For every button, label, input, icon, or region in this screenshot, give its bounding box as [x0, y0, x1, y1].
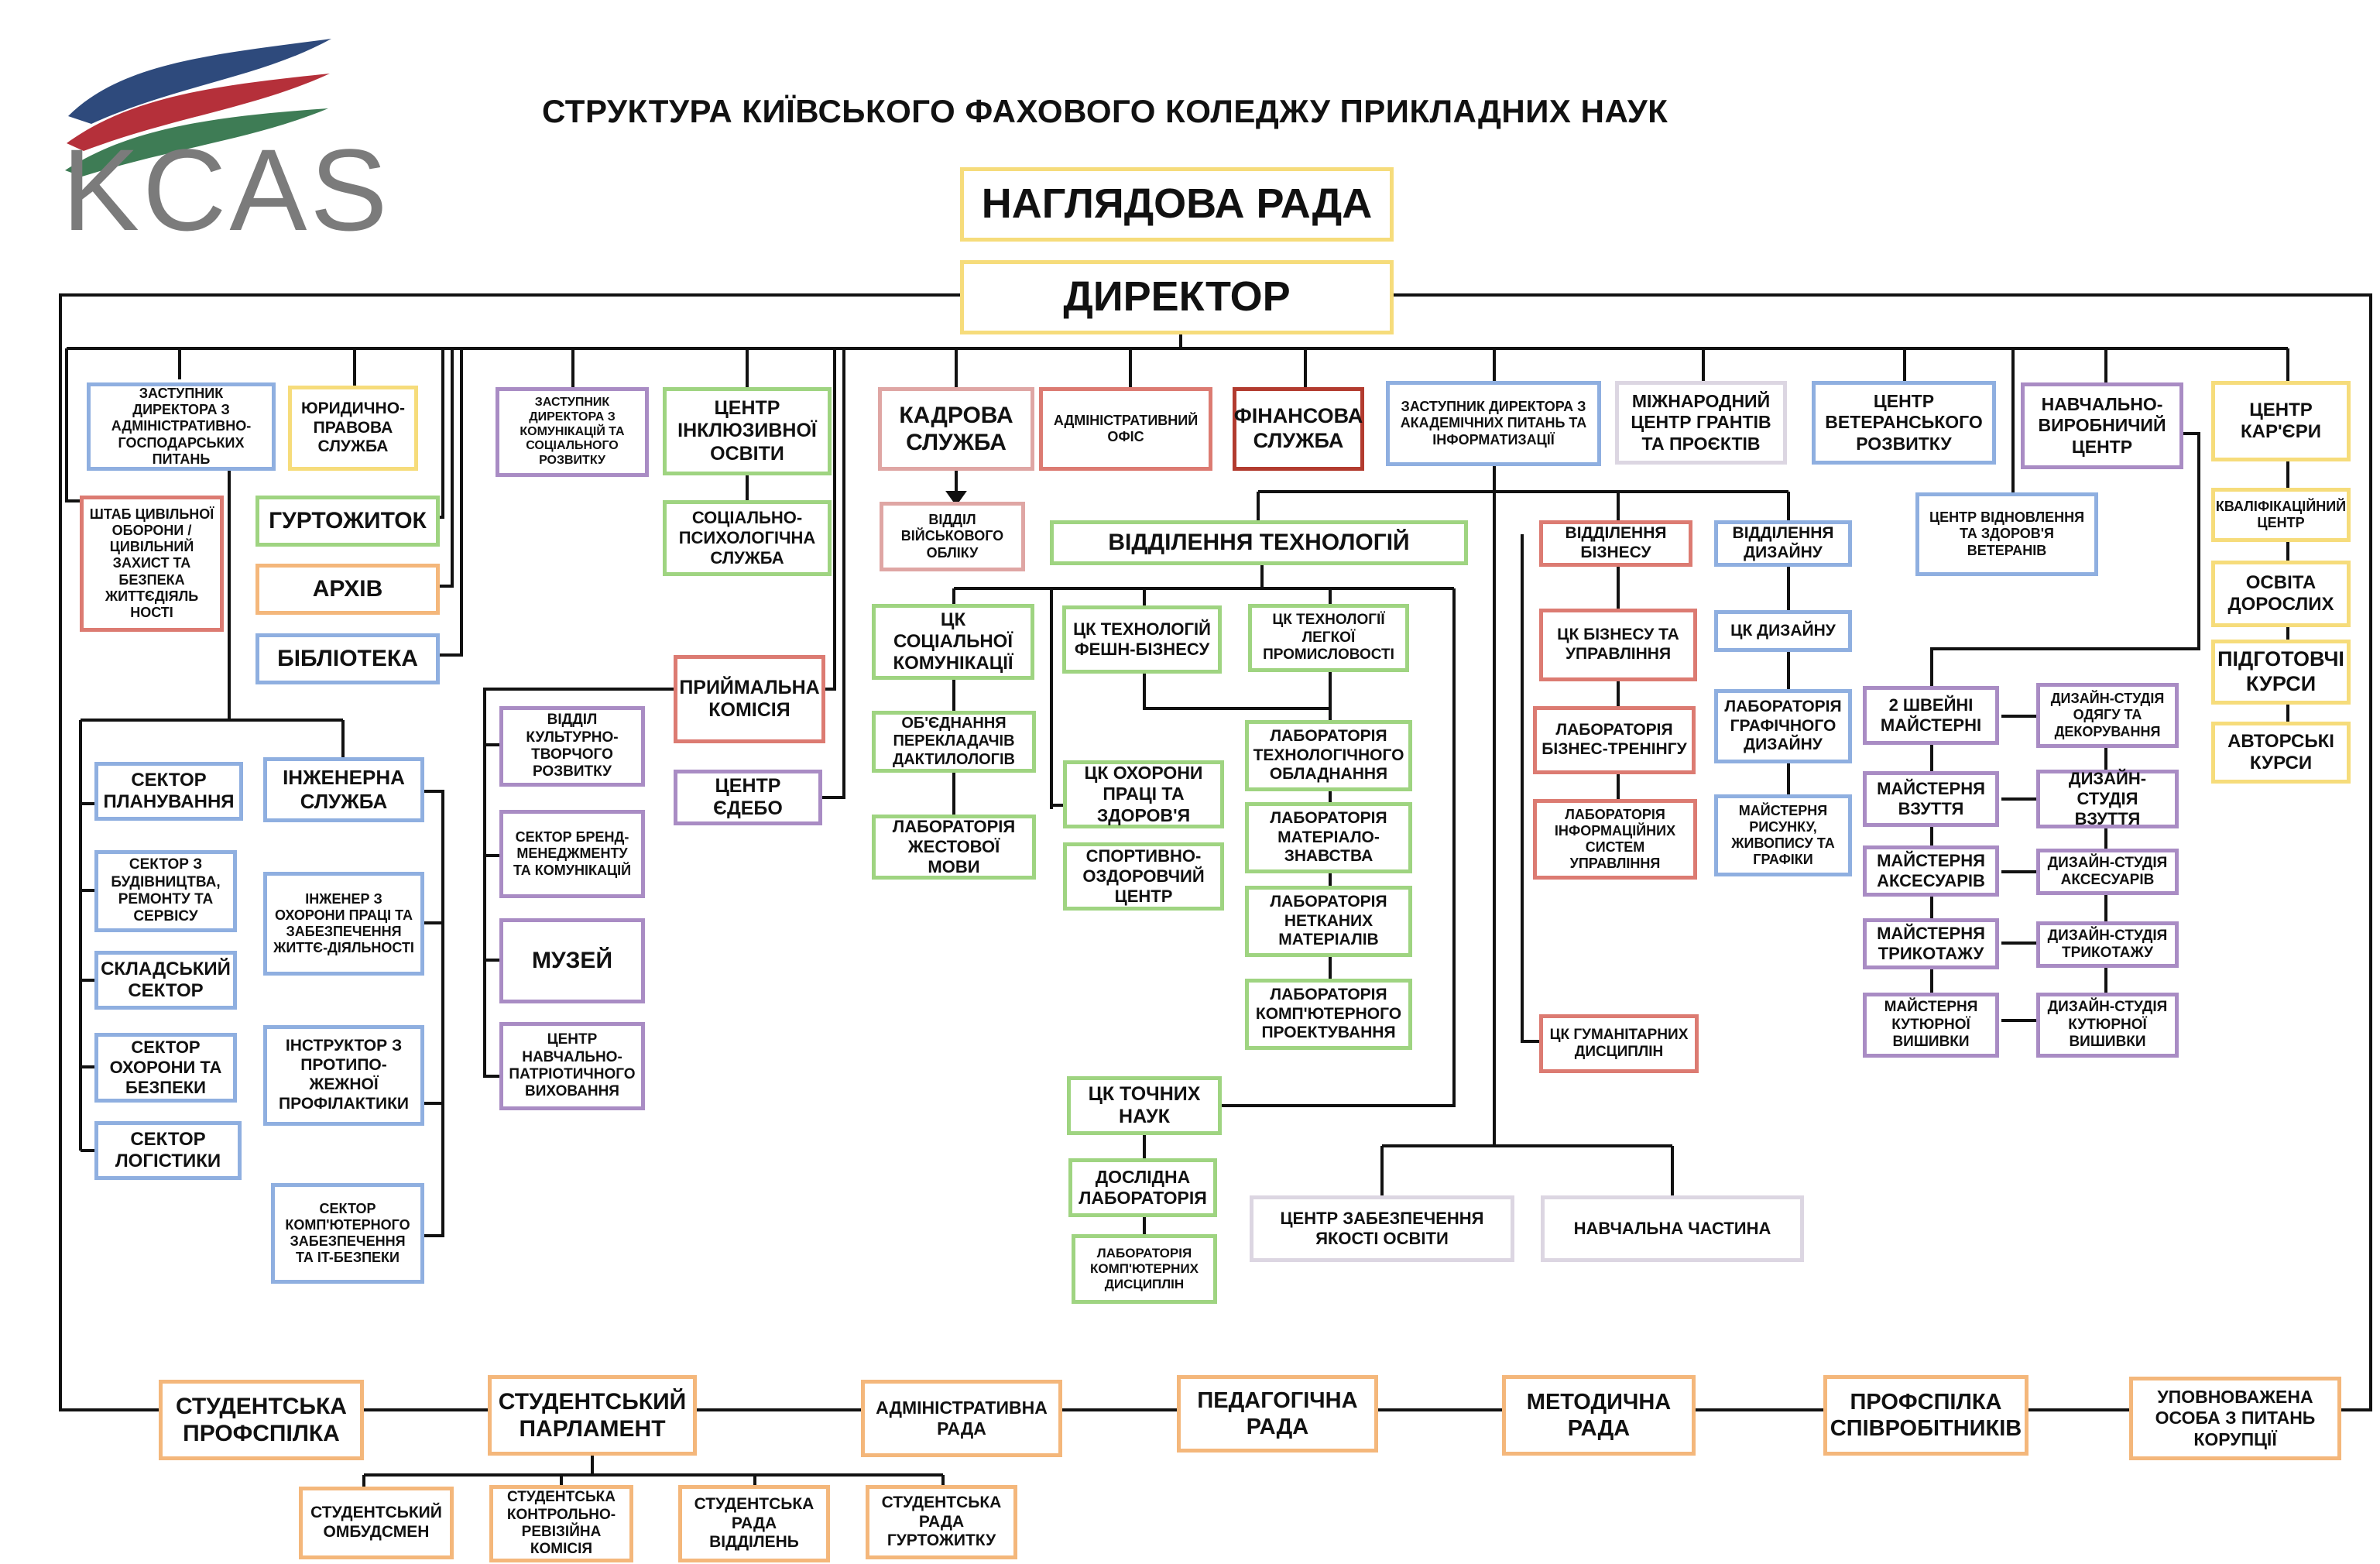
- embroidery-workshop: МАЙСТЕРНЯ КУТЮРНОЇ ВИШИВКИ: [1863, 993, 1999, 1058]
- author-courses: АВТОРСЬКІ КУРСИ: [2211, 722, 2351, 784]
- business-department: ВІДДІЛЕННЯ БІЗНЕСУ: [1539, 520, 1692, 567]
- tech-equipment-lab: ЛАБОРАТОРІЯ ТЕХНОЛОГІЧНОГО ОБЛАДНАННЯ: [1245, 720, 1412, 791]
- military-registration: ВІДДІЛ ВІЙСЬКОВОГО ОБЛІКУ: [880, 502, 1025, 571]
- knitwear-studio: ДИЗАЙН-СТУДІЯ ТРИКОТАЖУ: [2036, 921, 2179, 968]
- student-ombudsman: СТУДЕНТСЬКИЙ ОМБУДСМЕН: [299, 1487, 454, 1559]
- student-dorm-council: СТУДЕНТСЬКА РАДА ГУРТОЖИТКУ: [866, 1485, 1017, 1559]
- academic-deputy: ЗАСТУПНИК ДИРЕКТОРА З АКАДЕМІЧНИХ ПИТАНЬ…: [1386, 381, 1601, 466]
- employees-union: ПРОФСПІЛКА СПІВРОБІТНИКІВ: [1823, 1375, 2028, 1456]
- design-cc: ЦК ДИЗАЙНУ: [1714, 610, 1852, 652]
- finance-service: ФІНАНСОВА СЛУЖБА: [1233, 387, 1364, 471]
- sector-planning: СЕКТОР ПЛАНУВАННЯ: [94, 762, 243, 821]
- info-systems-lab: ЛАБОРАТОРІЯ ІНФОРМАЦІЙНИХ СИСТЕМ УПРАВЛІ…: [1533, 799, 1697, 880]
- supervisory-board: НАГЛЯДОВА РАДА: [960, 167, 1394, 242]
- quality-center: ЦЕНТР ЗАБЕЗПЕЧЕННЯ ЯКОСТІ ОСВІТИ: [1250, 1195, 1514, 1262]
- clothing-studio: ДИЗАЙН-СТУДІЯ ОДЯГУ ТА ДЕКОРУВАННЯ: [2036, 683, 2179, 748]
- research-lab: ДОСЛІДНА ЛАБОРАТОРІЯ: [1068, 1158, 1217, 1217]
- qualification-center: КВАЛІФІКАЦІЙНИЙ ЦЕНТР: [2211, 488, 2351, 542]
- academic-part: НАВЧАЛЬНА ЧАСТИНА: [1541, 1195, 1804, 1262]
- veteran-center: ЦЕНТР ВЕТЕРАНСЬКОГО РОЗВИТКУ: [1812, 381, 1996, 465]
- dormitory: ГУРТОЖИТОК: [255, 496, 440, 547]
- inclusive-center: ЦЕНТР ІНКЛЮЗИВНОЇ ОСВІТИ: [663, 387, 832, 475]
- engineering-service: ІНЖЕНЕРНА СЛУЖБА: [263, 757, 424, 822]
- admin-deputy: ЗАСТУПНИК ДИРЕКТОРА З АДМІНІСТРАТИВНО-ГО…: [87, 382, 276, 471]
- shoe-workshop: МАЙСТЕРНЯ ВЗУТТЯ: [1863, 771, 1999, 827]
- fashion-cc: ЦК ТЕХНОЛОГІЙ ФЕШН-БІЗНЕСУ: [1062, 605, 1222, 674]
- page-title: СТРУКТУРА КИЇВСЬКОГО ФАХОВОГО КОЛЕДЖУ ПР…: [542, 93, 1668, 129]
- accessories-workshop: МАЙСТЕРНЯ АКСЕСУАРІВ: [1863, 845, 1999, 897]
- sewing-workshops: 2 ШВЕЙНІ МАЙСТЕРНІ: [1863, 686, 1999, 745]
- light-industry-cc: ЦК ТЕХНОЛОГІЇ ЛЕГКОЇ ПРОМИСЛОВОСТІ: [1248, 604, 1409, 672]
- sector-logistics: СЕКТОР ЛОГІСТИКИ: [94, 1121, 242, 1180]
- accessories-studio: ДИЗАЙН-СТУДІЯ АКСЕСУАРІВ: [2036, 849, 2179, 895]
- pedagogical-council: ПЕДАГОГІЧНА РАДА: [1177, 1375, 1378, 1453]
- knitwear-workshop: МАЙСТЕРНЯ ТРИКОТАЖУ: [1863, 918, 1999, 969]
- edebo-center: ЦЕНТР ЄДЕБО: [674, 770, 822, 825]
- legal-service: ЮРИДИЧНО-ПРАВОВА СЛУЖБА: [288, 386, 418, 471]
- hr-service: КАДРОВА СЛУЖБА: [878, 387, 1034, 471]
- sign-language-lab: ЛАБОРАТОРІЯ ЖЕСТОВОЇ МОВИ: [872, 815, 1036, 880]
- production-center: НАВЧАЛЬНО-ВИРОБНИЧИЙ ЦЕНТР: [2021, 382, 2183, 469]
- design-department: ВІДДІЛЕННЯ ДИЗАЙНУ: [1714, 520, 1852, 567]
- social-comm-cc: ЦК СОЦІАЛЬНОЇ КОМУНІКАЦІЇ: [872, 604, 1034, 680]
- business-cc: ЦК БІЗНЕСУ ТА УПРАВЛІННЯ: [1539, 609, 1697, 681]
- interpreters-union: ОБ'ЄДНАННЯ ПЕРЕКЛАДАЧІВ ДАКТИЛОЛОГІВ: [872, 711, 1036, 773]
- graphic-design-lab: ЛАБОРАТОРІЯ ГРАФІЧНОГО ДИЗАЙНУ: [1714, 689, 1852, 763]
- student-dept-council: СТУДЕНТСЬКА РАДА ВІДДІЛЕНЬ: [678, 1485, 830, 1562]
- labor-safety-engineer: ІНЖЕНЕР З ОХОРОНИ ПРАЦІ ТА ЗАБЕЗПЕЧЕННЯ …: [263, 872, 424, 976]
- logo-text: KCAS: [62, 125, 391, 255]
- student-union: СТУДЕНТСЬКА ПРОФСПІЛКА: [159, 1380, 364, 1460]
- sport-center: СПОРТИВНО-ОЗДОРОВЧИЙ ЦЕНТР: [1063, 842, 1224, 911]
- archive: АРХІВ: [255, 564, 440, 615]
- exact-sciences-cc: ЦК ТОЧНИХ НАУК: [1067, 1076, 1222, 1135]
- student-parliament: СТУДЕНТСЬКИЙ ПАРЛАМЕНТ: [488, 1375, 697, 1456]
- computer-design-lab: ЛАБОРАТОРІЯ КОМП'ЮТЕРНОГО ПРОЕКТУВАННЯ: [1245, 979, 1412, 1050]
- health-cc: ЦК ОХОРОНИ ПРАЦІ ТА ЗДОРОВ'Я: [1063, 760, 1224, 828]
- adult-education: ОСВІТА ДОРОСЛИХ: [2211, 561, 2351, 627]
- anticorruption-officer: УПОВНОВАЖЕНА ОСОБА З ПИТАНЬ КОРУПЦІЇ: [2129, 1377, 2341, 1460]
- it-security-sector: СЕКТОР КОМП'ЮТЕРНОГО ЗАБЕЗПЕЧЕННЯ ТА IT-…: [271, 1183, 424, 1284]
- sector-security: СЕКТОР ОХОРОНИ ТА БЕЗПЕКИ: [94, 1033, 237, 1103]
- admin-office: АДМІНІСТРАТИВНИЙ ОФІС: [1039, 387, 1212, 471]
- grants-center: МІЖНАРОДНИЙ ЦЕНТР ГРАНТІВ ТА ПРОЄКТІВ: [1615, 381, 1787, 465]
- preparatory-courses: ПІДГОТОВЧІ КУРСИ: [2211, 640, 2351, 705]
- veteran-recovery-center: ЦЕНТР ВІДНОВЛЕННЯ ТА ЗДОРОВ'Я ВЕТЕРАНІВ: [1915, 492, 2098, 576]
- shoe-studio: ДИЗАЙН-СТУДІЯ ВЗУТТЯ: [2036, 769, 2179, 828]
- humanities-cc: ЦК ГУМАНІТАРНИХ ДИСЦИПЛІН: [1539, 1014, 1699, 1073]
- sector-warehouse: СКЛАДСЬКИЙ СЕКТОР: [94, 951, 237, 1010]
- director: ДИРЕКТОР: [960, 260, 1394, 334]
- career-center: ЦЕНТР КАР'ЄРИ: [2211, 381, 2351, 461]
- brand-sector: СЕКТОР БРЕНД-МЕНЕДЖМЕНТУ ТА КОМУНІКАЦІЙ: [499, 810, 645, 898]
- nonwoven-lab: ЛАБОРАТОРІЯ НЕТКАНИХ МАТЕРІАЛІВ: [1245, 886, 1412, 957]
- student-audit-commission: СТУДЕНТСЬКА КОНТРОЛЬНО-РЕВІЗІЙНА КОМІСІЯ: [489, 1485, 633, 1562]
- patriotic-center: ЦЕНТР НАВЧАЛЬНО-ПАТРІОТИЧНОГО ВИХОВАННЯ: [499, 1022, 645, 1110]
- administrative-council: АДМІНІСТРАТИВНА РАДА: [861, 1380, 1062, 1457]
- materials-lab: ЛАБОРАТОРІЯ МАТЕРІАЛО-ЗНАВСТВА: [1245, 802, 1412, 873]
- culture-dept: ВІДДІЛ КУЛЬТУРНО-ТВОРЧОГО РОЗВИТКУ: [499, 706, 645, 787]
- computer-disciplines-lab: ЛАБОРАТОРІЯ КОМП'ЮТЕРНИХ ДИСЦИПЛІН: [1072, 1234, 1217, 1304]
- admission-committee: ПРИЙМАЛЬНА КОМІСІЯ: [674, 655, 825, 743]
- museum: МУЗЕЙ: [499, 918, 645, 1003]
- library: БІБЛІОТЕКА: [255, 633, 440, 684]
- sector-construction: СЕКТОР З БУДІВНИЦТВА, РЕМОНТУ ТА СЕРВІСУ: [94, 850, 237, 932]
- technology-department: ВІДДІЛЕННЯ ТЕХНОЛОГІЙ: [1050, 520, 1468, 565]
- psych-service: СОЦІАЛЬНО-ПСИХОЛОГІЧНА СЛУЖБА: [663, 500, 832, 576]
- fire-safety-instructor: ІНСТРУКТОР З ПРОТИПО-ЖЕЖНОЇ ПРОФІЛАКТИКИ: [263, 1025, 424, 1126]
- kcas-logo: [65, 39, 331, 177]
- embroidery-studio: ДИЗАЙН-СТУДІЯ КУТЮРНОЇ ВИШИВКИ: [2036, 993, 2179, 1058]
- civil-defense-hq: ШТАБ ЦИВІЛЬНОЇ ОБОРОНИ / ЦИВІЛЬНИЙ ЗАХИС…: [80, 496, 224, 632]
- business-training-lab: ЛАБОРАТОРІЯ БІЗНЕС-ТРЕНІНГУ: [1533, 706, 1696, 774]
- methodical-council: МЕТОДИЧНА РАДА: [1502, 1375, 1696, 1456]
- drawing-workshop: МАЙСТЕРНЯ РИСУНКУ, ЖИВОПИСУ ТА ГРАФІКИ: [1714, 794, 1852, 876]
- comm-deputy: ЗАСТУПНИК ДИРЕКТОРА З КОМУНІКАЦІЙ ТА СОЦ…: [496, 387, 649, 477]
